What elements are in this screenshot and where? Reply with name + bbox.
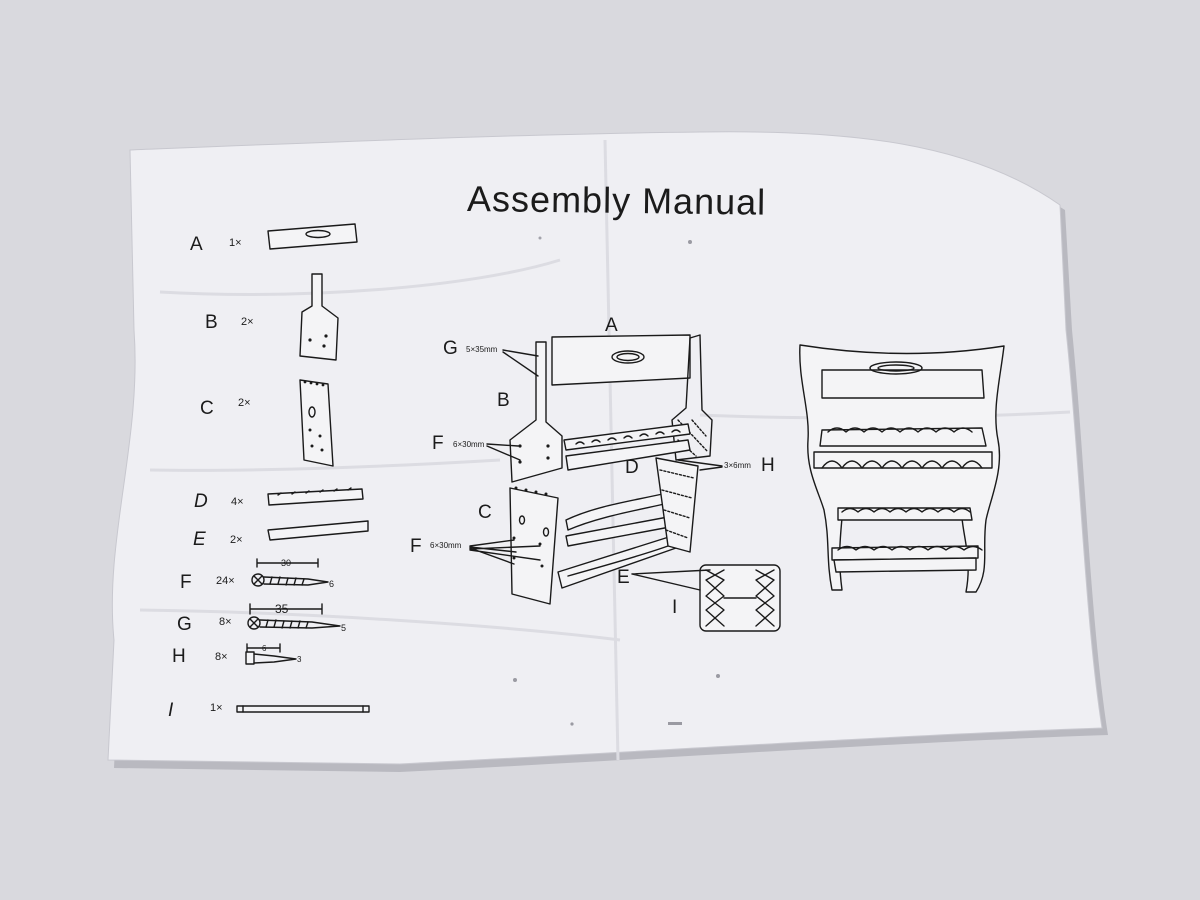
part-letter: A <box>190 234 203 255</box>
label-f-lower: F <box>410 536 422 557</box>
parts-list: A 1× B 2× C 2× <box>168 223 370 721</box>
part-quantity: 8× <box>215 651 228 663</box>
side-panel-c <box>509 486 559 605</box>
part-quantity: 2× <box>241 316 254 328</box>
part-row-f: F 24× 30 6 <box>180 558 334 593</box>
label-h-spec: 3×6mm <box>724 461 751 470</box>
rack-shelf-bottom <box>831 545 983 573</box>
shelf-d-upper <box>563 423 691 471</box>
label-c: C <box>478 502 492 523</box>
part-quantity: 2× <box>238 397 251 409</box>
paper-smudges <box>513 236 720 726</box>
part-row-b: B 2× <box>205 273 339 361</box>
label-g: G <box>443 338 458 359</box>
bracket-i-detail <box>631 564 781 632</box>
part-b-drawing <box>299 273 339 361</box>
part-quantity: 24× <box>216 575 235 587</box>
screw-h-drawing: 6 3 <box>245 643 302 665</box>
label-b: B <box>497 390 510 411</box>
finished-rack-drawing <box>799 344 1005 593</box>
rack-shelf-middle <box>837 507 973 521</box>
part-quantity: 4× <box>231 496 244 508</box>
screw-length: 30 <box>281 558 291 568</box>
label-f-upper-spec: 6×30mm <box>453 440 485 449</box>
rack-shelf-upper <box>813 451 993 469</box>
part-i-drawing <box>236 705 370 713</box>
part-row-g: G 8× 35 5 <box>177 602 346 635</box>
label-h: H <box>761 455 775 476</box>
part-row-d: D 4× <box>194 487 364 512</box>
part-row-e: E 2× <box>193 520 369 550</box>
part-row-c: C 2× <box>200 379 334 467</box>
screw-length: 35 <box>275 602 289 616</box>
screw-length: 6 <box>262 644 267 653</box>
part-row-h: H 8× 6 3 <box>172 643 302 667</box>
manual-title: Assembly Manual <box>467 178 767 223</box>
label-a: A <box>605 315 618 336</box>
part-letter: E <box>193 529 206 550</box>
part-letter: I <box>168 700 174 721</box>
screw-thread: 5 <box>341 623 346 633</box>
part-quantity: 1× <box>210 702 223 714</box>
part-letter: B <box>205 312 218 333</box>
part-row-a: A 1× <box>190 223 358 255</box>
label-f-upper: F <box>432 433 444 454</box>
part-e-drawing <box>267 520 369 541</box>
screw-thread: 6 <box>329 579 334 589</box>
part-letter: G <box>177 614 192 635</box>
rack-shelf-top <box>819 427 987 447</box>
label-e: E <box>617 567 630 588</box>
label-i: I <box>672 597 677 618</box>
part-letter: H <box>172 646 186 667</box>
side-panel-c-rear <box>655 457 699 553</box>
part-d-drawing <box>267 487 364 506</box>
part-quantity: 2× <box>230 534 243 546</box>
part-letter: C <box>200 398 214 419</box>
label-f-lower-spec: 6×30mm <box>430 541 462 550</box>
part-c-drawing <box>299 379 334 467</box>
part-a-drawing <box>267 223 358 250</box>
label-d: D <box>625 457 639 478</box>
side-panel-b <box>509 341 563 483</box>
board-a <box>551 334 691 386</box>
screw-thread: 3 <box>297 655 302 664</box>
screw-g-drawing: 35 5 <box>247 602 346 633</box>
part-quantity: 8× <box>219 616 232 628</box>
part-letter: D <box>194 491 208 512</box>
part-row-i: I 1× <box>168 700 370 721</box>
label-g-spec: 5×35mm <box>466 345 498 354</box>
exploded-assembly-diagram: A B D F 6×30mm G 5×35mm <box>410 315 781 632</box>
screw-f-drawing: 30 6 <box>251 558 334 589</box>
part-quantity: 1× <box>229 237 242 249</box>
part-letter: F <box>180 572 192 593</box>
